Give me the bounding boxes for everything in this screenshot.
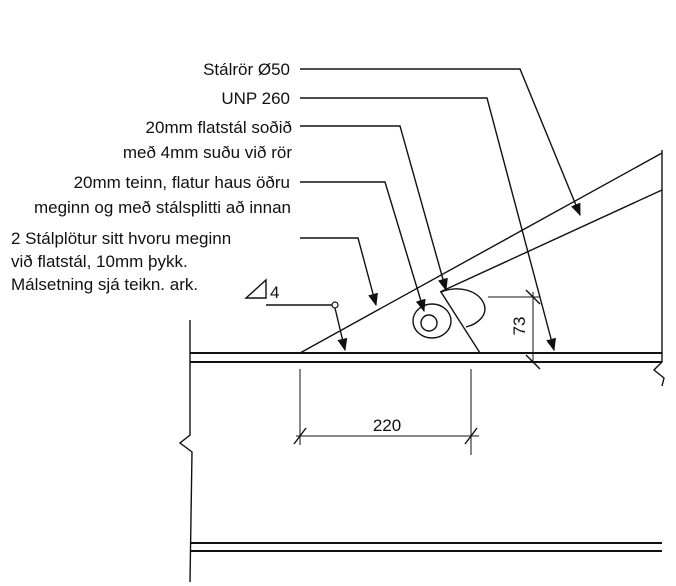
brace-upper-edge	[439, 189, 663, 293]
label-stalror: Stálrör Ø50	[203, 60, 290, 79]
dim-tick-left	[293, 427, 307, 445]
beam	[178, 150, 665, 583]
label-teinn-line2: meginn og með stálsplitti að innan	[34, 198, 291, 217]
leader-stalror	[300, 68, 581, 217]
dim-value-73: 73	[510, 317, 529, 336]
pin-inner	[420, 314, 438, 332]
label-plotur-line3: Málsetning sjá teikn. ark.	[11, 275, 198, 294]
dim-tick-top	[525, 289, 541, 305]
dimension-220: 220	[293, 369, 479, 455]
gusset-plate-edge	[440, 291, 481, 354]
leader-flatstal	[300, 125, 448, 292]
weld-size: 4	[270, 283, 279, 302]
label-teinn-line1: 20mm teinn, flatur haus öðru	[74, 173, 290, 192]
label-flatstal-line1: 20mm flatstál soðið	[146, 118, 292, 137]
weld-symbol: 4	[244, 278, 348, 352]
callout-labels: Stálrör Ø50 UNP 260 20mm flatstál soðið …	[11, 60, 292, 294]
leader-plotur	[300, 237, 378, 307]
pin-outer	[412, 303, 452, 339]
label-flatstal-line2: með 4mm suðu við rör	[123, 143, 292, 162]
dim-tick-bottom	[525, 354, 541, 370]
beam-left-break	[178, 320, 193, 583]
fillet-weld-icon	[244, 278, 267, 299]
beam-right-break	[652, 150, 665, 387]
dimension-73: 73	[488, 289, 541, 370]
label-unp: UNP 260	[221, 89, 290, 108]
dim-value-220: 220	[373, 416, 401, 435]
gusset-plate-round	[440, 288, 486, 328]
leader-teinn	[300, 181, 426, 313]
label-plotur-line1: 2 Stálplötur sitt hvoru meginn	[11, 229, 231, 248]
weld-node-icon	[331, 301, 339, 309]
diagonal-brace	[299, 152, 663, 354]
label-plotur-line2: við flatstál, 10mm þykk.	[11, 252, 188, 271]
dim-tick-right	[464, 427, 478, 445]
leader-unp	[300, 97, 556, 352]
leader-lines	[300, 68, 581, 352]
brace-lower-edge	[299, 152, 663, 354]
pin-icon	[412, 303, 452, 339]
weld-arrow	[334, 307, 348, 352]
